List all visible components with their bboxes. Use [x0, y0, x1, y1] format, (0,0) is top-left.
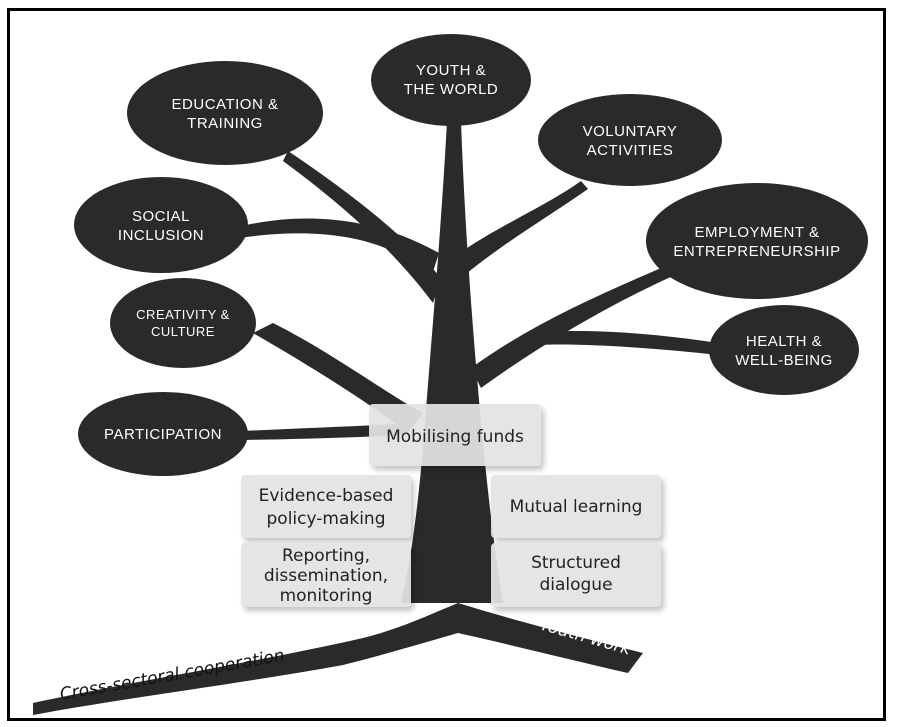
- leaf-shape: [371, 34, 531, 126]
- box-evidence-based: Evidence-based policy-making: [241, 475, 411, 538]
- leaf-label-line2: TRAINING: [187, 115, 263, 132]
- leaf-label-line1: EMPLOYMENT &: [695, 224, 820, 241]
- leaf-shape: [646, 183, 868, 299]
- leaf-social-inclusion: SOCIAL INCLUSION: [74, 177, 248, 273]
- leaf-shape: [74, 177, 248, 273]
- box-label-line1: Reporting,: [282, 546, 370, 566]
- leaf-shape: [127, 61, 323, 165]
- leaf-participation: PARTICIPATION: [78, 392, 248, 476]
- box-label-line1: Mutual learning: [510, 497, 643, 517]
- leaf-shape: [709, 305, 859, 395]
- leaf-label-line2: THE WORLD: [404, 81, 499, 98]
- box-label-line3: monitoring: [280, 586, 373, 606]
- leaf-shape: [538, 94, 722, 186]
- leaf-group: YOUTH & THE WORLD EDUCATION & TRAINING V…: [74, 34, 868, 476]
- leaf-label-line2: ACTIVITIES: [587, 142, 674, 159]
- box-label-line1: Mobilising funds: [386, 427, 524, 447]
- box-label-line1: Evidence-based: [259, 486, 394, 506]
- policy-tree-diagram: YOUTH & THE WORLD EDUCATION & TRAINING V…: [33, 34, 868, 715]
- box-shape: [241, 543, 411, 607]
- leaf-label-line1: PARTICIPATION: [104, 426, 222, 443]
- box-label-line2: dialogue: [539, 575, 612, 595]
- leaf-shape: [78, 392, 248, 476]
- leaf-youth-world: YOUTH & THE WORLD: [371, 34, 531, 126]
- box-label-line2: dissemination,: [264, 566, 388, 586]
- box-structured-dialogue: Structured dialogue: [491, 543, 661, 607]
- leaf-creativity-culture: CREATIVITY & CULTURE: [110, 278, 256, 368]
- diagram-frame: YOUTH & THE WORLD EDUCATION & TRAINING V…: [7, 8, 886, 721]
- leaf-label-line1: SOCIAL: [132, 208, 190, 225]
- leaf-label-line1: HEALTH &: [746, 333, 822, 350]
- leaf-label-line2: CULTURE: [151, 324, 215, 339]
- leaf-education-training: EDUCATION & TRAINING: [127, 61, 323, 165]
- leaf-voluntary-activities: VOLUNTARY ACTIVITIES: [538, 94, 722, 186]
- leaf-employment-entrepreneurship: EMPLOYMENT & ENTREPRENEURSHIP: [646, 183, 868, 299]
- box-label-line2: policy-making: [267, 509, 386, 529]
- leaf-health-wellbeing: HEALTH & WELL-BEING: [709, 305, 859, 395]
- leaf-shape: [110, 278, 256, 368]
- box-reporting: Reporting, dissemination, monitoring: [241, 543, 411, 607]
- leaf-label-line2: WELL-BEING: [735, 352, 833, 369]
- leaf-label-line1: EDUCATION &: [172, 96, 279, 113]
- leaf-label-line2: INCLUSION: [118, 227, 204, 244]
- leaf-label-line1: YOUTH &: [416, 62, 486, 79]
- leaf-label-line1: CREATIVITY &: [136, 307, 230, 322]
- leaf-label-line1: VOLUNTARY: [583, 123, 678, 140]
- trunk-box-group: Mobilising funds Evidence-based policy-m…: [241, 404, 661, 607]
- box-mutual-learning: Mutual learning: [491, 475, 661, 538]
- box-label-line1: Structured: [531, 553, 621, 573]
- box-shape: [491, 543, 661, 607]
- box-shape: [369, 404, 541, 466]
- box-mobilising-funds: Mobilising funds: [369, 404, 541, 466]
- box-shape: [241, 475, 411, 538]
- leaf-label-line2: ENTREPRENEURSHIP: [673, 243, 840, 260]
- tree-trunk: [33, 121, 718, 715]
- box-shape: [491, 475, 661, 538]
